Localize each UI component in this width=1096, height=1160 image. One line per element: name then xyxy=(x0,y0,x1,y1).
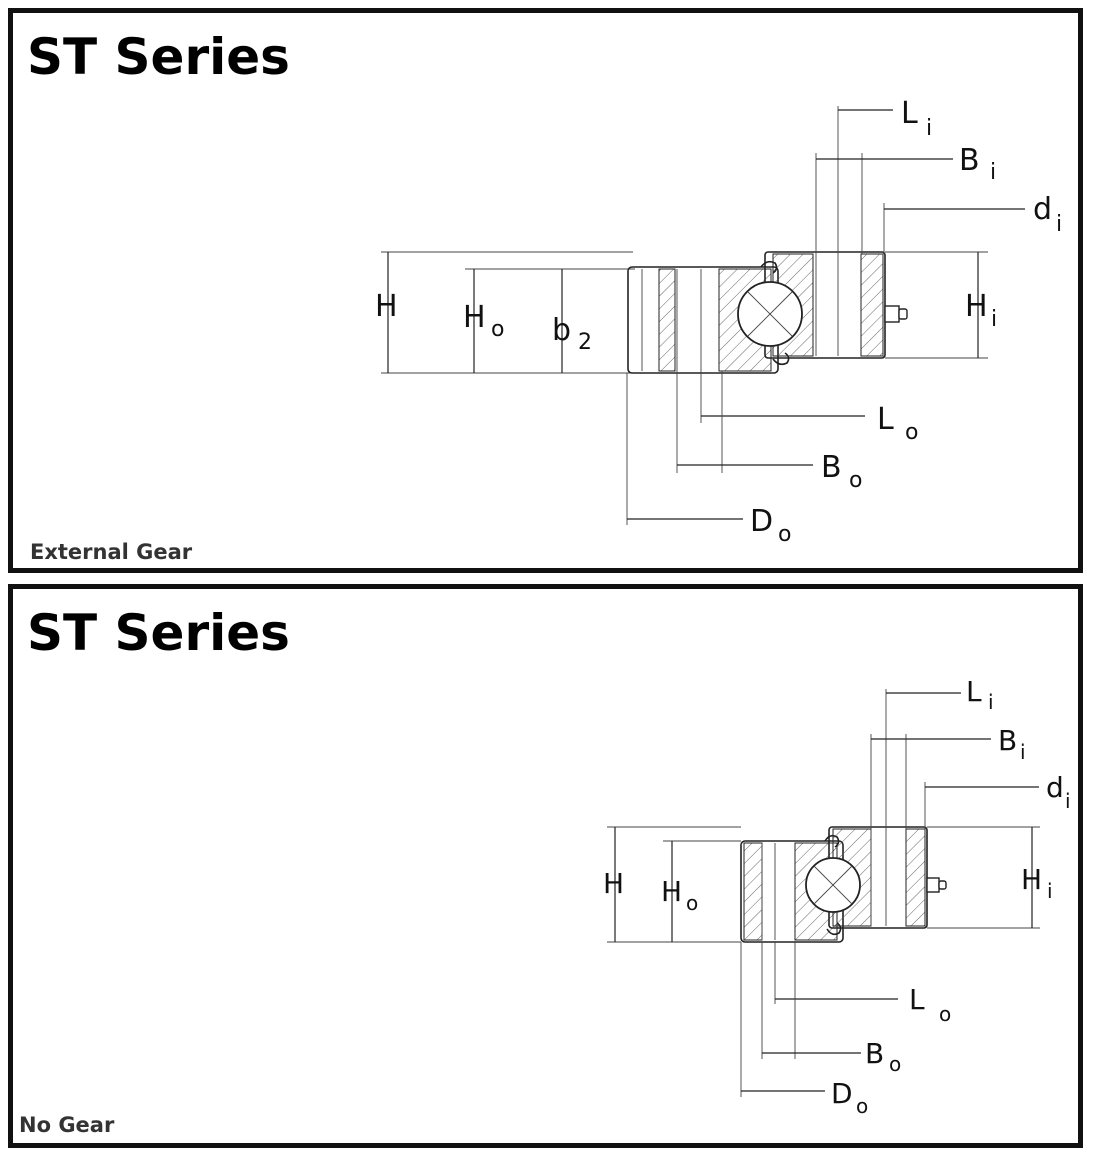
dimension-Do: D o xyxy=(626,373,791,547)
dimension-di: d i xyxy=(883,192,1062,254)
dimension-Li: L i xyxy=(837,96,932,254)
label-Hi-sub: i xyxy=(991,307,997,332)
seals xyxy=(760,260,790,366)
label-Do-sub: o xyxy=(778,522,791,547)
no-gear-panel: ST Series No Gear H H o xyxy=(8,584,1083,1148)
label-Ho-sub: o xyxy=(686,891,698,915)
label-Bi: B xyxy=(998,724,1017,757)
label-Hi: H xyxy=(1021,863,1042,896)
label-Hi: H xyxy=(965,289,988,324)
dimension-Lo: L o xyxy=(774,942,951,1026)
label-Bo: B xyxy=(865,1037,884,1070)
rolling-element xyxy=(805,857,861,913)
panel-title: ST Series xyxy=(27,604,290,662)
dimension-Lo: L o xyxy=(700,371,918,445)
label-b-sub: 2 xyxy=(578,330,592,355)
label-Bi: B xyxy=(959,143,980,178)
label-Li: L xyxy=(901,96,918,131)
panel-caption: No Gear xyxy=(19,1113,115,1137)
dimension-di: d i xyxy=(924,771,1071,829)
bearing-cross-section-diagram: H H o b 2 xyxy=(375,96,1062,547)
label-b: b xyxy=(552,313,571,348)
grease-fitting-icon xyxy=(884,305,908,323)
dimension-Hi: H i xyxy=(885,251,997,359)
panel-title: ST Series xyxy=(27,28,290,86)
label-Bi-sub: i xyxy=(1020,740,1026,764)
dimension-Li: L i xyxy=(885,675,994,829)
label-Hi-sub: i xyxy=(1047,879,1053,903)
external-gear-panel: ST Series External Gear H H o b 2 xyxy=(8,8,1083,573)
dimension-Bi: B i xyxy=(870,724,1026,829)
label-Ho: H xyxy=(661,875,682,908)
label-di-sub: i xyxy=(1056,212,1062,237)
label-Bo: B xyxy=(821,450,842,485)
label-Do-sub: o xyxy=(856,1094,868,1118)
grease-fitting-icon xyxy=(926,877,947,893)
label-Bo-sub: o xyxy=(889,1052,901,1076)
dimension-Bi: B i xyxy=(815,143,996,254)
dimension-H: H xyxy=(603,826,741,943)
bearing-cross-section-diagram: H H o xyxy=(603,675,1071,1118)
dimension-Hi: H i xyxy=(927,826,1053,929)
seals xyxy=(824,834,842,936)
label-Lo-sub: o xyxy=(905,420,918,445)
label-di: d xyxy=(1046,771,1064,804)
label-di-sub: i xyxy=(1065,789,1071,813)
label-Ho-sub: o xyxy=(491,317,504,342)
label-Li-sub: i xyxy=(926,116,932,141)
label-Lo-sub: o xyxy=(939,1002,951,1026)
label-Do: D xyxy=(831,1077,853,1110)
label-di: d xyxy=(1033,192,1052,227)
label-Bi-sub: i xyxy=(990,160,996,185)
dimension-Bo: B o xyxy=(676,371,862,493)
dimension-b2: b 2 xyxy=(552,269,592,373)
dimension-Do: D o xyxy=(740,942,868,1118)
label-Do: D xyxy=(750,504,773,539)
label-Ho: H xyxy=(463,300,486,335)
dimension-Ho: H o xyxy=(661,840,741,942)
label-Lo: L xyxy=(909,983,925,1016)
panel-caption: External Gear xyxy=(30,540,193,564)
label-Li-sub: i xyxy=(988,690,994,714)
label-Bo-sub: o xyxy=(849,468,862,493)
dimension-H: H xyxy=(375,251,633,374)
dimension-Bo: B o xyxy=(761,942,901,1076)
label-Lo: L xyxy=(877,402,894,437)
label-H: H xyxy=(375,289,398,324)
dimension-Ho: H o xyxy=(463,268,635,373)
label-Li: L xyxy=(966,675,982,708)
rolling-element xyxy=(737,281,803,347)
label-H: H xyxy=(603,867,624,900)
